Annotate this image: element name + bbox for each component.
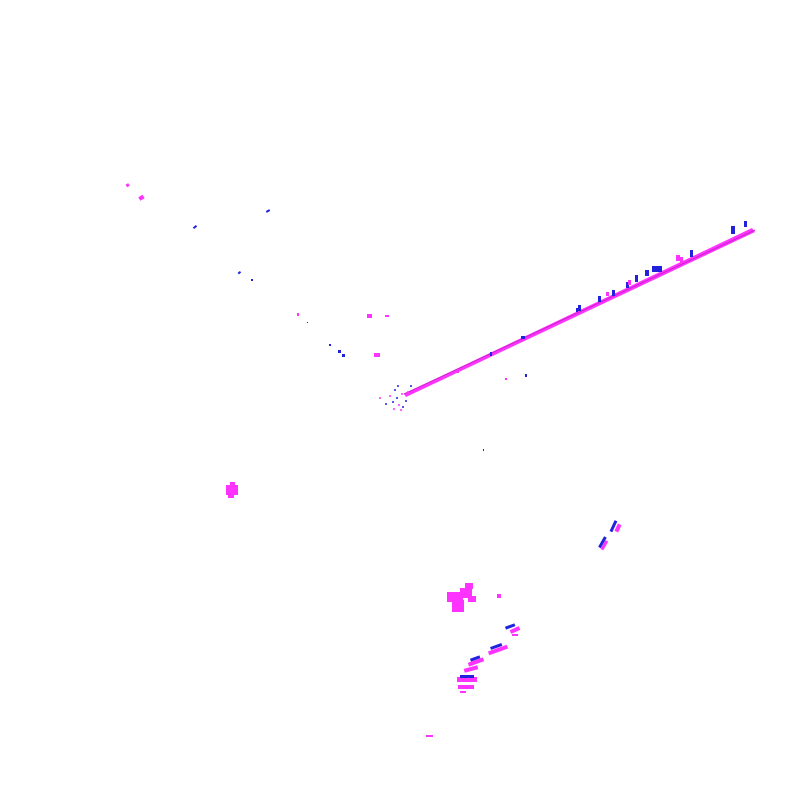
pt — [394, 389, 396, 391]
tick — [606, 292, 609, 296]
block — [468, 596, 476, 602]
mark — [614, 523, 622, 533]
lower-cluster — [426, 583, 521, 737]
mark — [483, 449, 484, 451]
mark — [192, 224, 198, 230]
tick — [521, 336, 525, 339]
mark — [598, 536, 607, 549]
pt — [400, 409, 402, 411]
mark — [342, 354, 345, 357]
tick — [690, 250, 693, 257]
mark — [307, 322, 308, 323]
tick — [456, 370, 459, 373]
pt — [401, 393, 403, 395]
pt — [379, 397, 381, 399]
pt — [402, 406, 404, 408]
bar — [460, 675, 474, 678]
pt — [405, 400, 407, 402]
bar — [458, 685, 474, 689]
mark — [385, 315, 389, 317]
tick — [635, 275, 638, 282]
tick — [744, 221, 747, 227]
mark — [237, 270, 242, 275]
blob-part — [226, 485, 238, 495]
bar — [426, 735, 433, 737]
tick — [652, 266, 662, 272]
ray-blue-ticks — [490, 221, 747, 377]
pt — [410, 385, 412, 387]
mark — [329, 344, 331, 346]
mark — [251, 279, 253, 281]
block — [465, 583, 473, 589]
pt — [398, 404, 400, 406]
tick — [626, 282, 629, 288]
tick — [680, 257, 683, 263]
block — [447, 592, 463, 602]
pt — [407, 391, 409, 393]
mark — [138, 194, 145, 201]
mark — [265, 209, 271, 213]
ray-magenta-ticks — [456, 255, 683, 380]
bar — [504, 623, 516, 630]
tick — [505, 378, 507, 380]
tick — [490, 352, 492, 356]
bar — [460, 691, 466, 693]
mark — [297, 313, 299, 316]
tick — [645, 270, 649, 276]
tick — [612, 290, 615, 296]
mark — [609, 520, 618, 533]
tick — [576, 308, 578, 312]
mark — [125, 183, 130, 188]
tick — [676, 255, 680, 261]
bar — [487, 644, 509, 656]
tick — [578, 305, 581, 311]
pt — [393, 408, 395, 410]
ray-edge — [403, 229, 756, 395]
mark — [367, 314, 372, 318]
mark — [600, 540, 609, 551]
blob-part — [230, 482, 235, 486]
pt — [392, 401, 394, 403]
blob-part — [228, 494, 234, 498]
tick — [525, 374, 527, 377]
bar — [467, 657, 485, 667]
block — [497, 594, 501, 598]
bar — [457, 677, 477, 682]
bar — [463, 665, 479, 673]
upper-left-marks — [125, 183, 484, 451]
mark — [338, 350, 341, 353]
pt — [389, 395, 391, 397]
bar — [509, 626, 521, 634]
tick — [731, 226, 735, 234]
bar — [512, 634, 518, 636]
block — [460, 588, 472, 598]
block — [452, 600, 464, 612]
tick — [598, 296, 601, 302]
bar — [490, 643, 503, 650]
bar — [469, 655, 481, 662]
pt — [397, 385, 399, 387]
origin-cluster — [379, 385, 412, 411]
mark — [374, 353, 380, 357]
left-blob — [226, 482, 238, 498]
pt — [385, 403, 387, 405]
pt — [396, 397, 398, 399]
tick — [628, 280, 631, 285]
right-cluster — [598, 520, 622, 551]
